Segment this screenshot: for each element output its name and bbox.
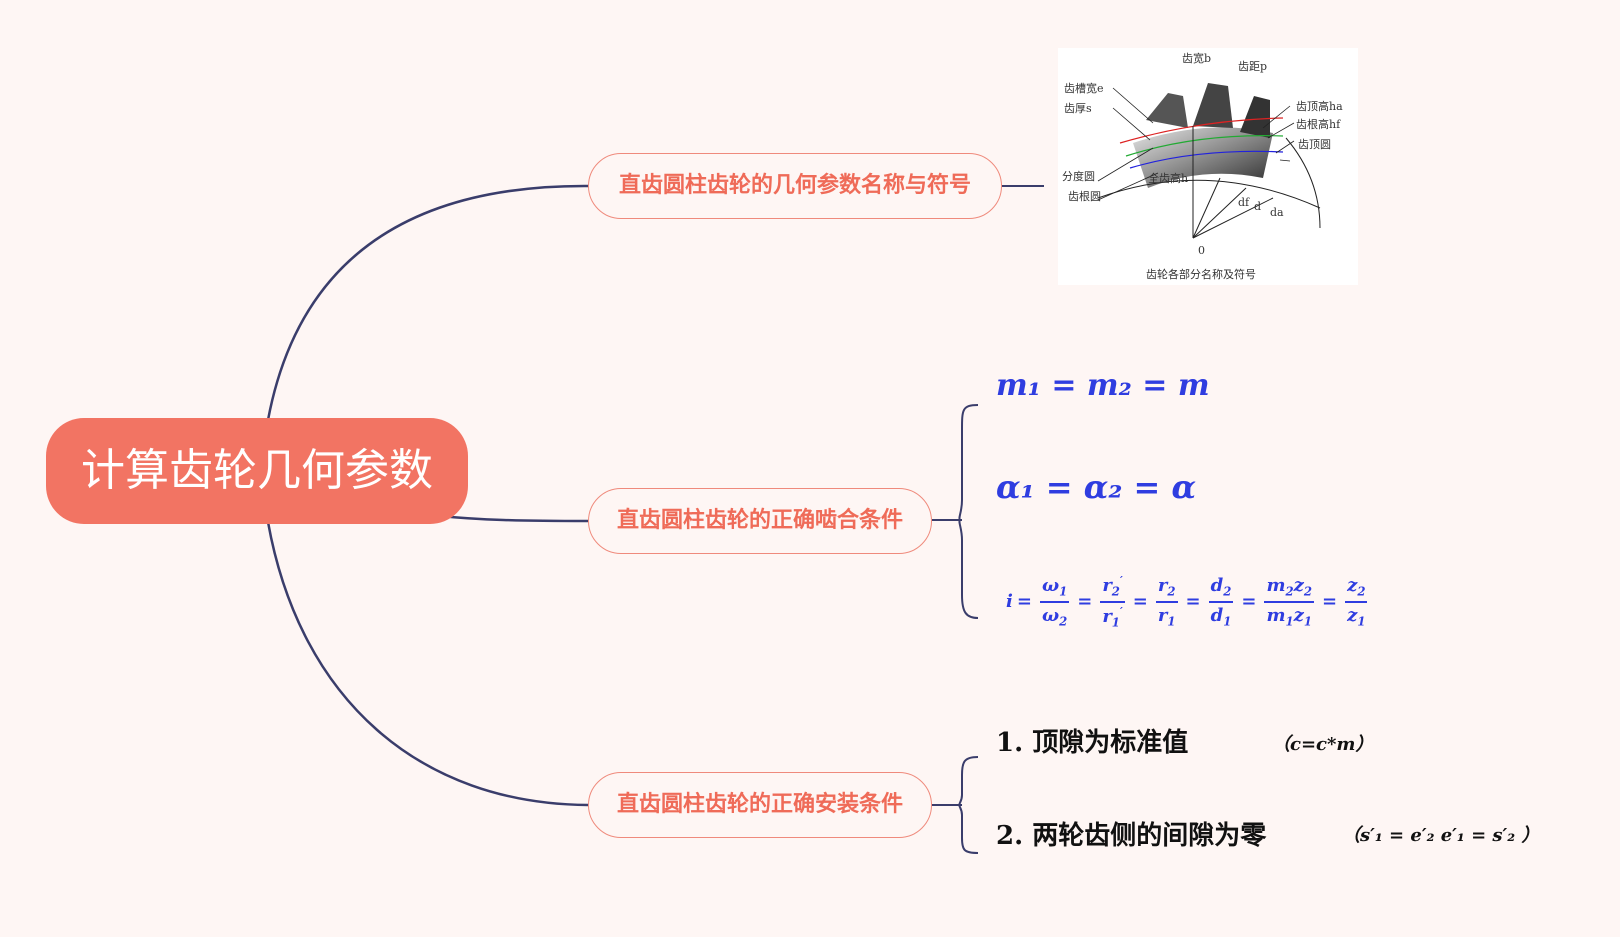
install-condition-backlash: 2. 两轮齿侧的间隙为零 — [996, 821, 1267, 851]
gear-drawing — [1097, 83, 1321, 239]
gear-label-root-circle: 齿根圆 — [1068, 190, 1101, 203]
gear-label-whole-depth: 全齿高h — [1148, 172, 1189, 185]
install-condition-backlash-formula: （s′₁ = e′₂ e′₁ = s′₂ ） — [1342, 825, 1540, 846]
install-condition-clearance-formula: （c=c*m） — [1272, 734, 1374, 755]
connector-branch-3 — [266, 521, 589, 807]
gear-label-space-width: 齿槽宽e — [1064, 82, 1104, 95]
root-node[interactable]: 计算齿轮几何参数 — [46, 418, 468, 524]
gear-label-tooth-width: 齿宽b — [1182, 52, 1212, 65]
connector-branch-1 — [266, 184, 589, 421]
connector-branch-2 — [439, 514, 589, 523]
gear-label-pitch: 齿距p — [1238, 60, 1268, 73]
equation-module-equal: m₁ = m₂ = m — [996, 368, 1210, 403]
install-condition-clearance: 1. 顶隙为标准值 — [996, 728, 1189, 758]
gear-label-da: da — [1270, 206, 1284, 219]
gear-caption: 齿轮各部分名称及符号 — [1146, 268, 1256, 281]
gear-label-dedendum: 齿根高hf — [1296, 118, 1341, 131]
gear-label-origin: 0 — [1198, 244, 1205, 257]
ratio-symbol: i — [1006, 591, 1013, 613]
gear-label-thickness: 齿厚s — [1064, 102, 1092, 115]
branch-geometry-params[interactable]: 直齿圆柱齿轮的几何参数名称与符号 — [588, 153, 1002, 219]
gear-label-reference-circle: 分度圆 — [1062, 170, 1095, 183]
gear-label-df: df — [1238, 196, 1250, 209]
gear-label-d: d — [1254, 200, 1262, 213]
gear-label-addendum: 齿顶高ha — [1296, 100, 1343, 113]
branch-install-conditions[interactable]: 直齿圆柱齿轮的正确安装条件 — [588, 772, 932, 838]
brace-meshing — [958, 404, 979, 619]
branch-meshing-conditions[interactable]: 直齿圆柱齿轮的正确啮合条件 — [588, 488, 932, 554]
gear-diagram-image: 齿宽b 齿距p 齿槽宽e 齿厚s 齿顶高ha 齿根高hf 齿顶圆 分度圆 齿根圆… — [1058, 48, 1358, 285]
brace-install — [958, 756, 979, 854]
equation-angle-equal: α₁ = α₂ = α — [996, 468, 1197, 506]
gear-label-tip-circle: 齿顶圆 — [1298, 138, 1331, 151]
